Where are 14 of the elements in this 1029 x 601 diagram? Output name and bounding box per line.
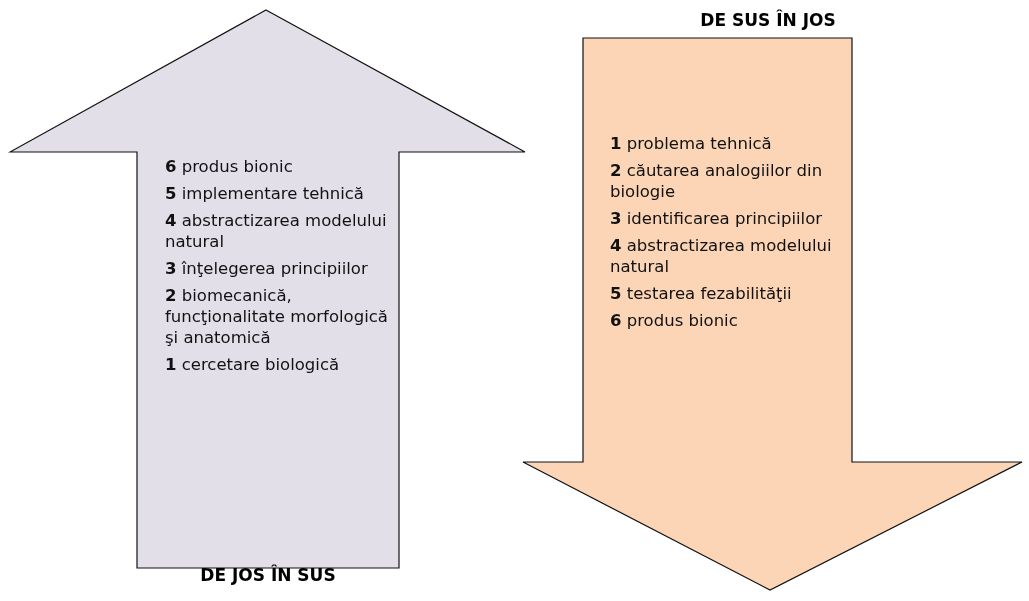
step-label: 5 testarea fezabilităţii: [610, 283, 793, 304]
step-label: 2 biomecanică, funcţionalitate morfologică şi anatomică: [165, 285, 389, 348]
step-label: 5 implementare tehnică: [165, 183, 365, 204]
step-label: 6 produs bionic: [165, 156, 294, 177]
step-label: 3 înţelegerea principiilor: [165, 258, 369, 279]
step-label: 2 căutarea analogiilor din biologie: [610, 160, 824, 202]
direction-caption: DE JOS ÎN SUS: [199, 565, 337, 585]
step-label: 4 abstractizarea modelului natural: [610, 235, 833, 277]
step-label: 3 identificarea principiilor: [610, 208, 823, 229]
step-label: 1 cercetare biologică: [165, 354, 341, 375]
direction-caption: DE SUS ÎN JOS: [699, 10, 837, 30]
step-label: 6 produs bionic: [610, 310, 739, 331]
step-label: 1 problema tehnică: [610, 133, 773, 154]
step-label: 4 abstractizarea modelului natural: [165, 210, 388, 252]
